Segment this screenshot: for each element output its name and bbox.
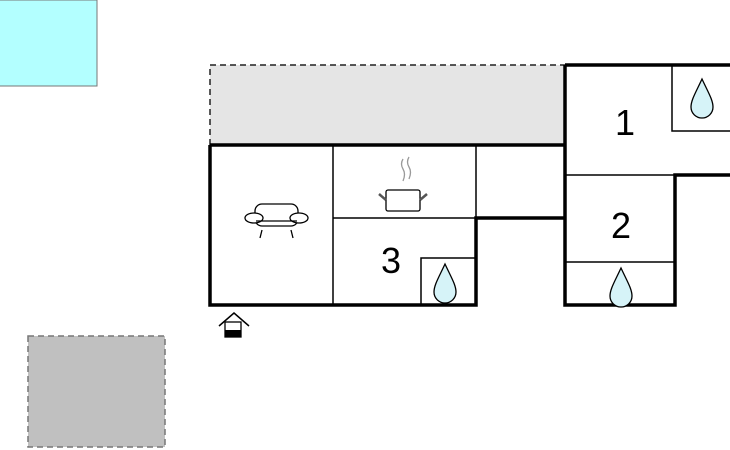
cooking-pot-icon <box>378 156 428 212</box>
room-label-3: 3 <box>381 240 401 281</box>
entrance-icon <box>218 312 250 338</box>
pool-area <box>0 0 98 87</box>
room-label-1: 1 <box>615 102 635 143</box>
parking-area <box>27 335 166 448</box>
room-label-2: 2 <box>611 205 631 246</box>
water-drop-icon <box>433 77 714 308</box>
walls <box>208 63 730 307</box>
sofa-icon <box>244 203 309 239</box>
terrace <box>209 64 565 145</box>
